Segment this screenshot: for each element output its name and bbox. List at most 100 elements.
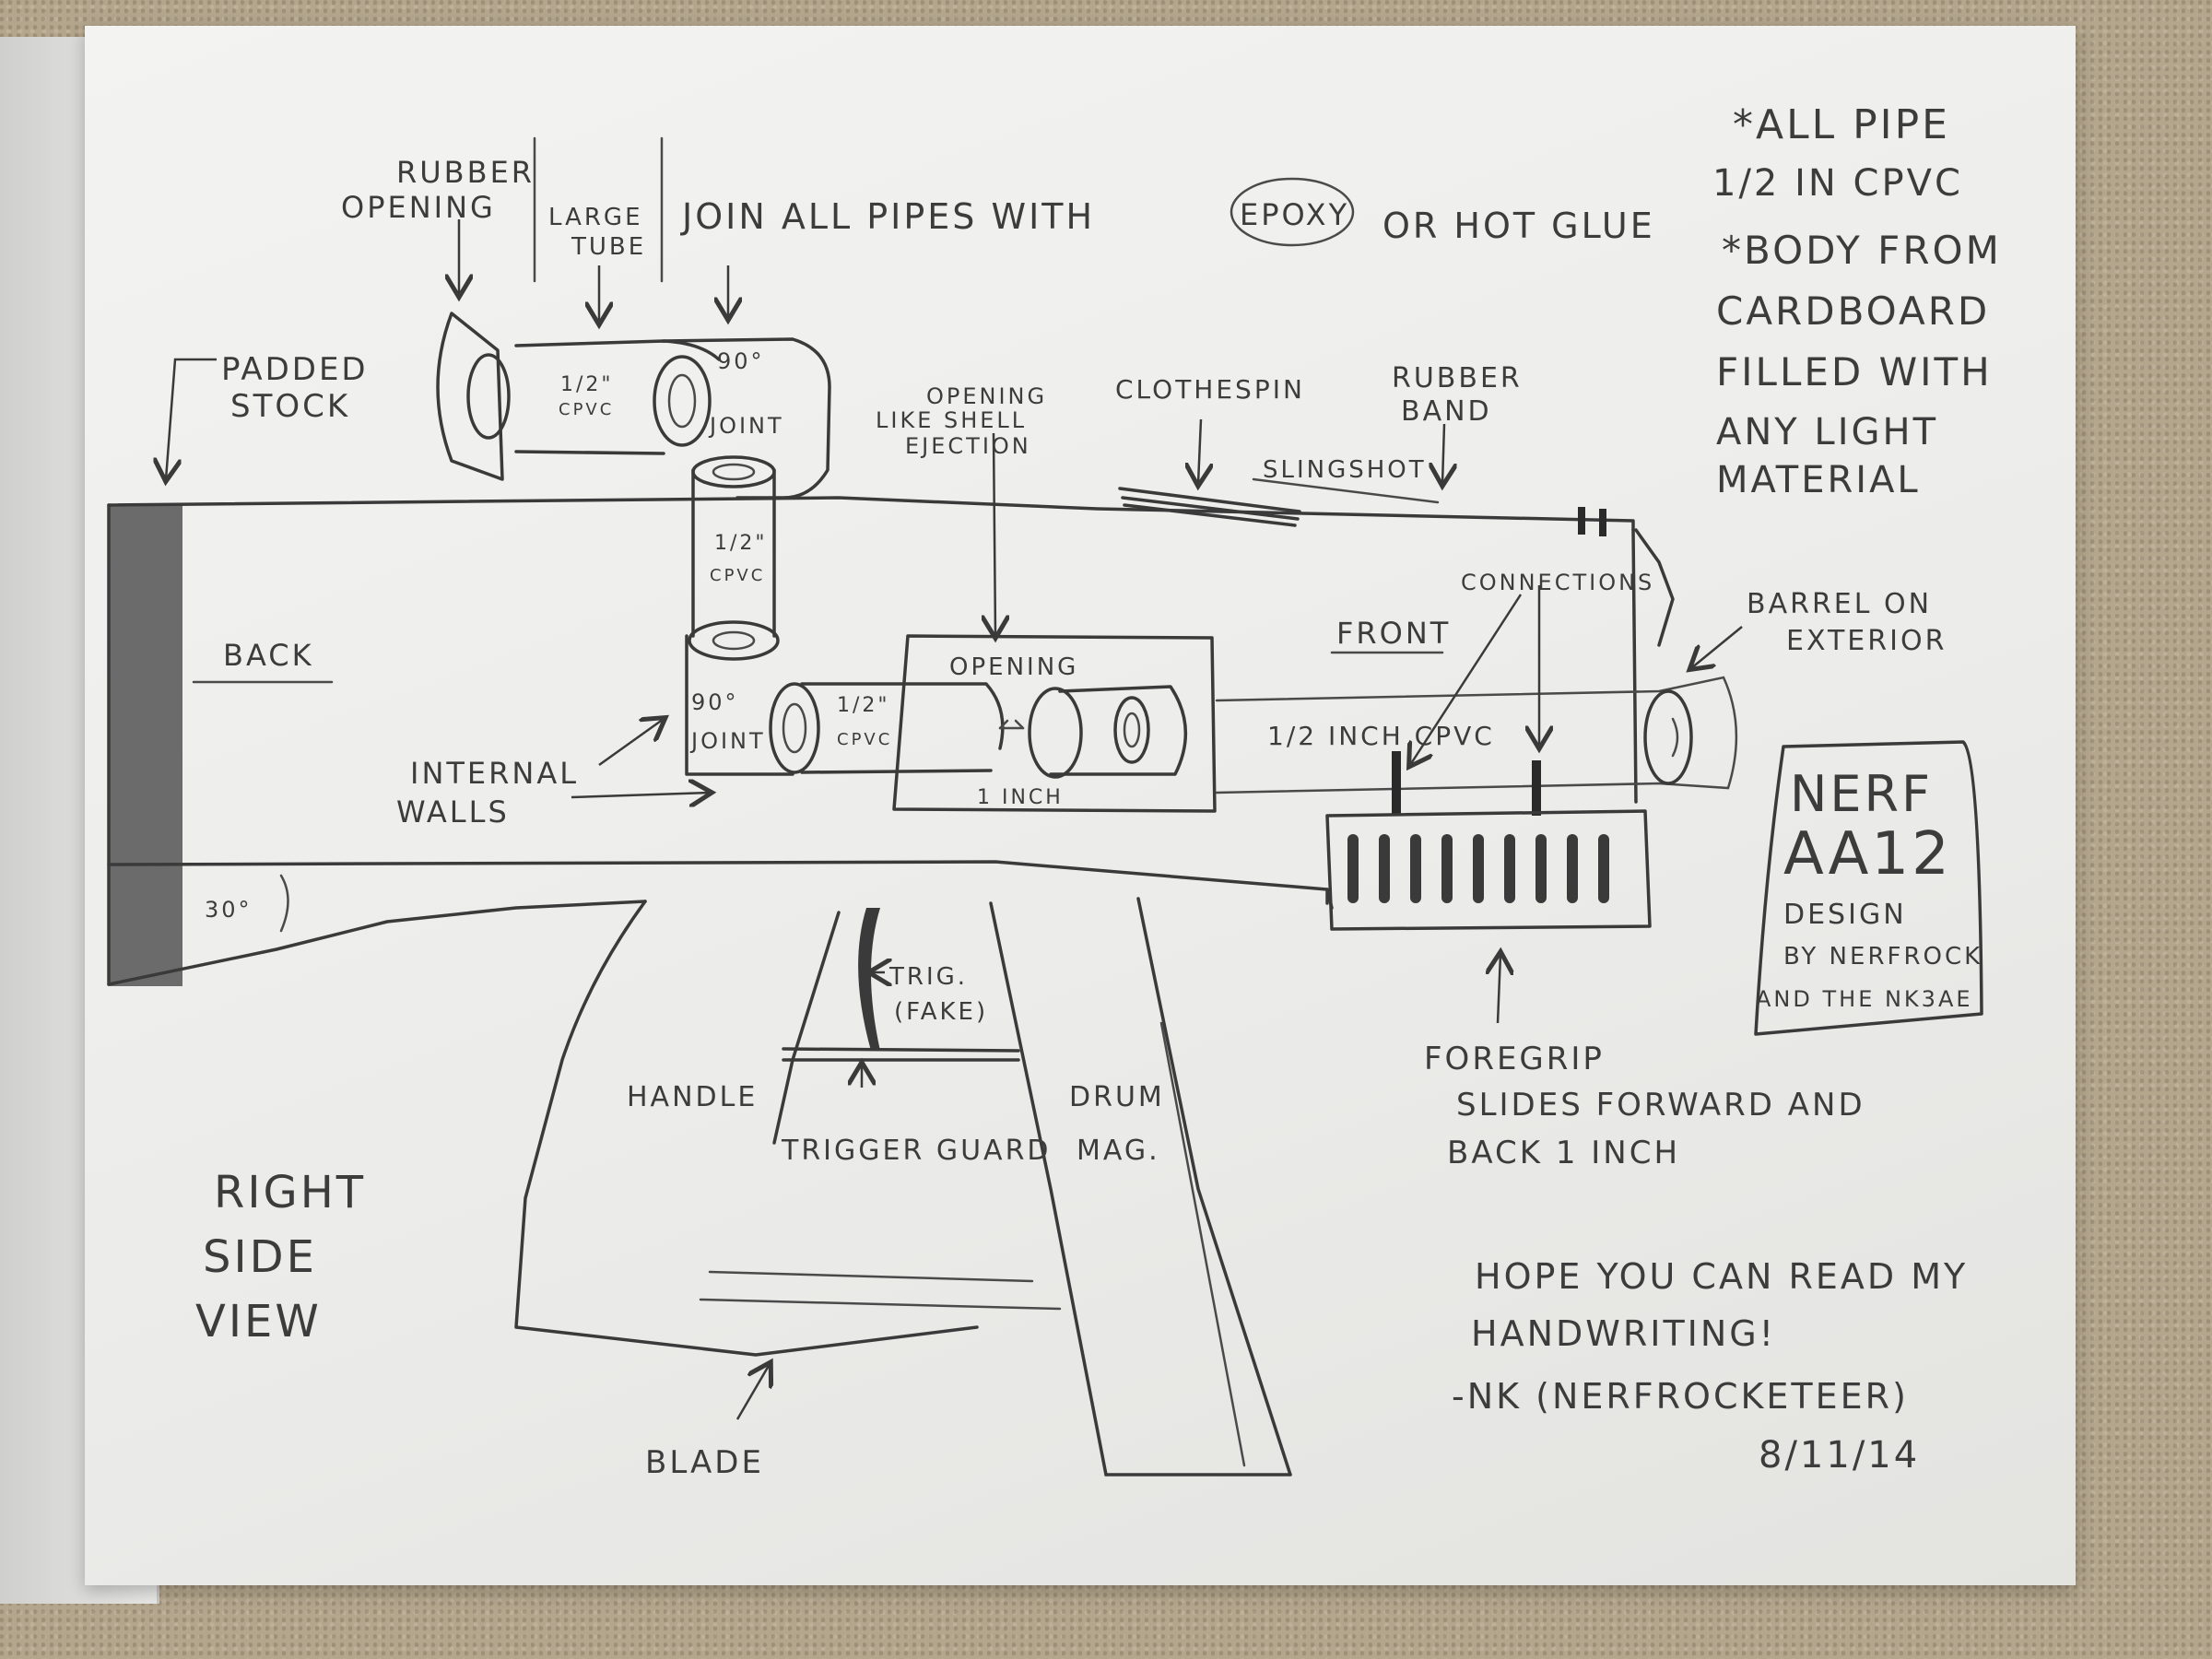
svg-text:RUBBER: RUBBER	[1392, 362, 1523, 394]
label-half-cpvc-top: 1/2" CPVC	[559, 373, 614, 419]
svg-text:90°: 90°	[691, 689, 739, 715]
label-clothespin: CLOTHESPIN	[1115, 374, 1305, 405]
label-rubber-band: RUBBER BAND	[1392, 362, 1523, 428]
svg-text:RUBBER: RUBBER	[396, 155, 535, 190]
svg-text:AND THE NK3AE: AND THE NK3AE	[1756, 986, 1973, 1012]
join-note-circled: EPOXY	[1240, 197, 1349, 232]
sketch-paper	[85, 26, 2076, 1585]
svg-text:HOPE YOU CAN READ MY: HOPE YOU CAN READ MY	[1475, 1256, 1968, 1297]
top-tube-assembly	[436, 312, 1005, 776]
svg-text:WALLS: WALLS	[396, 794, 510, 830]
label-opening-ejection: OPENING LIKE SHELL EJECTION	[876, 383, 1047, 459]
label-front: FRONT	[1336, 616, 1451, 651]
label-half-cpvc-vertical: 1/2" CPVC	[710, 532, 768, 585]
svg-text:PADDED: PADDED	[221, 351, 369, 388]
label-trig-fake: TRIG. (FAKE)	[888, 963, 988, 1026]
label-foregrip: FOREGRIP SLIDES FORWARD AND BACK 1 INCH	[1424, 1041, 1865, 1171]
svg-text:MATERIAL: MATERIAL	[1716, 459, 1921, 501]
svg-text:90°: 90°	[717, 348, 765, 374]
svg-text:HANDWRITING!: HANDWRITING!	[1471, 1313, 1776, 1354]
svg-text:8/11/14: 8/11/14	[1759, 1434, 1920, 1477]
foregrip-ridges	[1347, 834, 1609, 903]
svg-text:CPVC: CPVC	[837, 730, 892, 749]
label-back: BACK	[223, 638, 314, 673]
handle-and-mag	[279, 874, 1292, 1477]
svg-text:JOINT: JOINT	[708, 413, 784, 439]
svg-text:NERF: NERF	[1790, 765, 1933, 823]
svg-text:BARREL ON: BARREL ON	[1747, 588, 1932, 620]
label-handle: HANDLE	[627, 1081, 758, 1113]
clothespin-slingshot	[1118, 477, 1440, 527]
svg-text:EJECTION: EJECTION	[905, 433, 1031, 459]
svg-text:BY NERFROCK: BY NERFROCK	[1783, 943, 1983, 971]
connections	[1392, 507, 1606, 816]
svg-text:FILLED WITH: FILLED WITH	[1716, 349, 1993, 394]
foregrip	[1325, 809, 1652, 931]
signature-note: HOPE YOU CAN READ MY HANDWRITING! -NK (N…	[1452, 1256, 1968, 1477]
annotation-arrows	[166, 219, 1743, 1420]
blaster-body	[107, 496, 1675, 986]
svg-text:DESIGN: DESIGN	[1783, 899, 1907, 931]
svg-text:SIDE: SIDE	[203, 1231, 317, 1283]
svg-text:VIEW: VIEW	[195, 1296, 322, 1347]
svg-text:OPENING: OPENING	[926, 383, 1047, 409]
label-large-tube: LARGE TUBE	[548, 204, 646, 261]
svg-text:CPVC: CPVC	[710, 566, 765, 585]
svg-text:TRIG.: TRIG.	[888, 963, 968, 991]
svg-text:1/2": 1/2"	[714, 532, 768, 555]
opening-box	[892, 634, 1217, 813]
svg-text:EXTERIOR: EXTERIOR	[1786, 625, 1947, 657]
barrel	[1215, 676, 1738, 794]
label-half-inch-cpvc: 1/2 INCH CPVC	[1267, 721, 1495, 751]
svg-text:RIGHT: RIGHT	[214, 1167, 366, 1218]
label-half-cpvc-lower: 1/2" CPVC	[837, 694, 892, 749]
svg-text:INTERNAL: INTERNAL	[410, 756, 579, 791]
label-right-side-view: RIGHT SIDE VIEW	[195, 1167, 366, 1347]
padded-stock-shape	[109, 505, 182, 986]
svg-text:(FAKE): (FAKE)	[894, 998, 988, 1026]
svg-text:LARGE: LARGE	[548, 204, 643, 231]
rubber-opening-cone	[436, 312, 504, 481]
svg-text:JOINT: JOINT	[689, 728, 766, 754]
label-joint-90-top: 90° JOINT	[708, 348, 784, 439]
svg-text:TUBE: TUBE	[571, 233, 646, 261]
epoxy-circle	[1230, 177, 1355, 247]
svg-text:CPVC: CPVC	[559, 400, 614, 419]
label-opening: OPENING	[949, 653, 1078, 681]
svg-text:LIKE SHELL: LIKE SHELL	[876, 407, 1027, 433]
label-angle: 30°	[205, 897, 253, 923]
svg-text:AA12: AA12	[1783, 820, 1952, 888]
note-body-from: *BODY FROM CARDBOARD FILLED WITH ANY LIG…	[1716, 228, 2002, 501]
svg-text:1/2 IN CPVC: 1/2 IN CPVC	[1712, 162, 1963, 205]
svg-text:*ALL PIPE: *ALL PIPE	[1733, 101, 1950, 148]
svg-text:*BODY FROM: *BODY FROM	[1722, 228, 2002, 273]
label-barrel-exterior: BARREL ON EXTERIOR	[1747, 588, 1947, 657]
svg-text:BACK 1 INCH: BACK 1 INCH	[1447, 1135, 1680, 1171]
note-all-pipe: *ALL PIPE 1/2 IN CPVC	[1712, 101, 1963, 205]
title-box: NERF AA12 DESIGN BY NERFROCK AND THE NK3…	[1756, 765, 1983, 1012]
svg-text:1/2": 1/2"	[837, 694, 890, 717]
svg-text:SLIDES FORWARD AND: SLIDES FORWARD AND	[1456, 1087, 1865, 1124]
label-trigger-guard: TRIGGER GUARD	[781, 1135, 1052, 1167]
label-padded-stock: PADDED STOCK	[221, 351, 369, 425]
title-box-border	[1754, 740, 1983, 1036]
svg-text:BAND: BAND	[1401, 395, 1492, 428]
svg-text:OPENING: OPENING	[341, 190, 496, 225]
svg-text:FOREGRIP: FOREGRIP	[1424, 1041, 1605, 1077]
svg-text:1/2": 1/2"	[560, 373, 614, 396]
svg-text:-NK (NERFROCKETEER): -NK (NERFROCKETEER)	[1452, 1376, 1909, 1417]
svg-text:ANY LIGHT: ANY LIGHT	[1716, 411, 1938, 453]
label-blade: BLADE	[645, 1444, 764, 1481]
svg-text:DRUM: DRUM	[1069, 1081, 1165, 1113]
label-joint-90-bottom: 90° JOINT	[689, 689, 766, 754]
label-rubber-opening: RUBBER OPENING	[341, 155, 535, 225]
svg-text:CARDBOARD: CARDBOARD	[1716, 288, 1990, 334]
join-note-post: OR HOT GLUE	[1382, 206, 1655, 246]
label-internal-walls: INTERNAL WALLS	[396, 756, 579, 830]
label-one-inch: 1 INCH	[977, 786, 1064, 809]
label-drum-mag: DRUM MAG.	[1069, 1081, 1165, 1167]
svg-text:MAG.: MAG.	[1077, 1135, 1160, 1167]
svg-text:STOCK: STOCK	[230, 388, 350, 425]
join-note: JOIN ALL PIPES WITH	[680, 196, 1095, 237]
